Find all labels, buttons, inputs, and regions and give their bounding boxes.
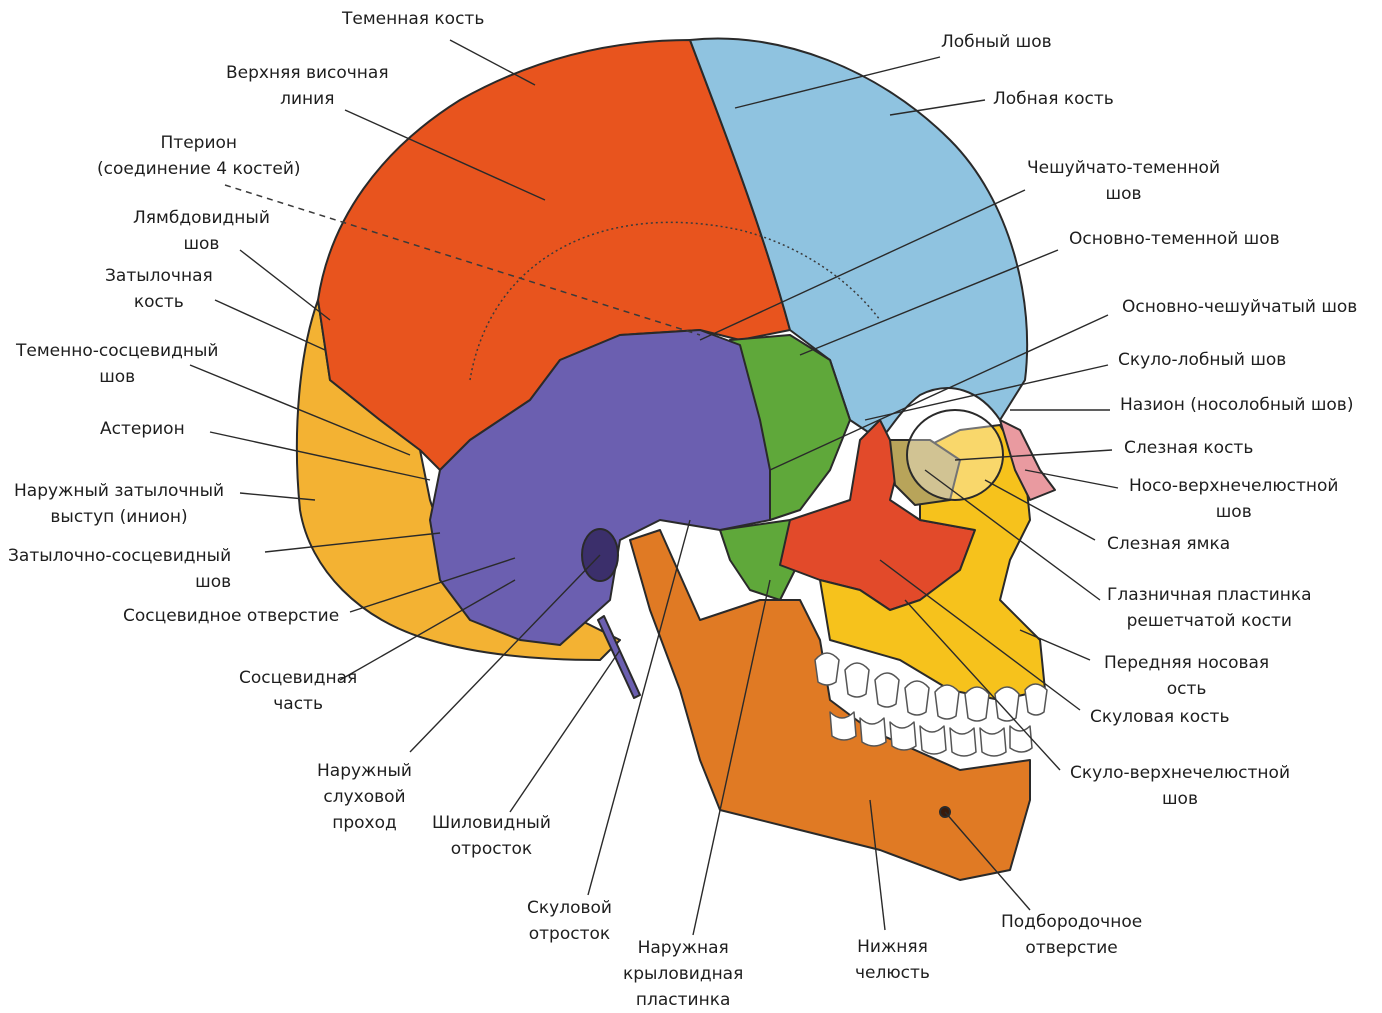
label-mastoid-foramen: Сосцевидное отверстие [123, 603, 339, 629]
leader-parietal-bone [450, 40, 535, 85]
leader-styloid [510, 650, 620, 812]
label-coronal-suture: Лобный шов [941, 29, 1052, 55]
leader-lambdoid [240, 250, 330, 320]
skull-illustration [297, 38, 1055, 880]
label-lacrimal-bone: Слезная кость [1124, 435, 1253, 461]
label-zygomatic-bone: Скуловая кость [1090, 704, 1229, 730]
label-nasion: Назион (носолобный шов) [1120, 392, 1353, 418]
orbit-shape [907, 410, 1003, 500]
label-sphenoparietal-suture: Основно-теменной шов [1069, 226, 1280, 252]
label-asterion: Астерион [100, 416, 185, 442]
label-pterion: Птерион(соединение 4 костей) [97, 130, 301, 182]
label-lacrimal-fossa: Слезная ямка [1107, 531, 1230, 557]
label-parietal-bone: Теменная кость [342, 6, 484, 32]
label-frontal-bone: Лобная кость [993, 86, 1114, 112]
label-sphenosquamosal-suture: Основно-чешуйчатый шов [1122, 294, 1357, 320]
leader-occipital [215, 300, 325, 350]
label-zygomaticofrontal-suture: Скуло-лобный шов [1118, 347, 1286, 373]
